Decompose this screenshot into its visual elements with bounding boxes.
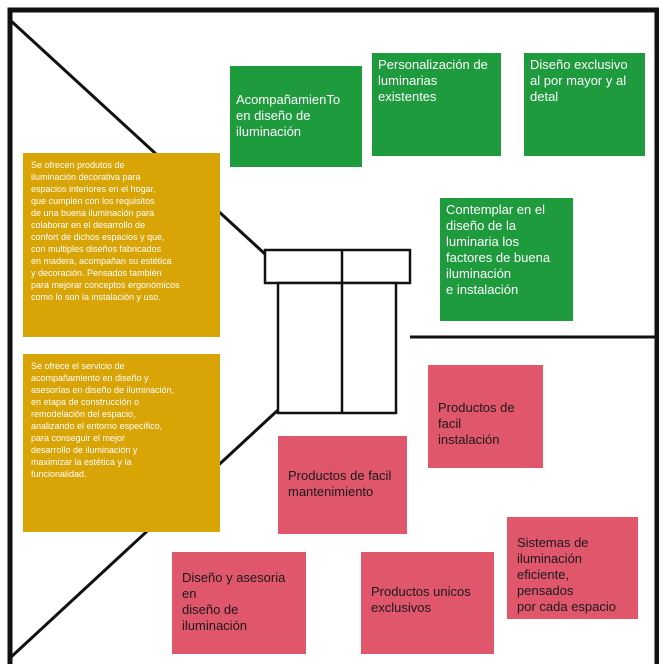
diagonal-bottom-left (8, 408, 280, 660)
box-diseno-exclusivo: Diseño exclusivo al por mayor y al detal (524, 53, 645, 156)
box-acompanamiento: AcompañamienTo en diseño de iluminación (230, 66, 362, 167)
central-object-top (263, 248, 412, 285)
box-facil-instalacion: Productos de facil instalación (428, 365, 543, 468)
box-servicio-acompanamiento: Se ofrece el servicio de acompañamiento … (23, 354, 220, 532)
box-facil-mantenimiento: Productos de facil mantenimiento (278, 436, 407, 534)
box-contemplar: Contemplar en el diseño de la luminaria … (440, 198, 573, 321)
box-diseno-asesoria: Diseño y asesoria en diseño de iluminaci… (172, 552, 306, 654)
box-productos-unicos: Productos unicos exclusivos (361, 552, 494, 654)
diagonal-top-left (8, 18, 267, 256)
box-productos-decorativos: Se ofrecen produtos de iluminación decor… (23, 153, 220, 337)
box-personalizacion: Personalización de luminarias existentes (372, 53, 501, 156)
central-object-body (276, 281, 398, 415)
box-sistemas-eficientes: Sistemas de iluminación eficiente, pensa… (507, 517, 638, 619)
